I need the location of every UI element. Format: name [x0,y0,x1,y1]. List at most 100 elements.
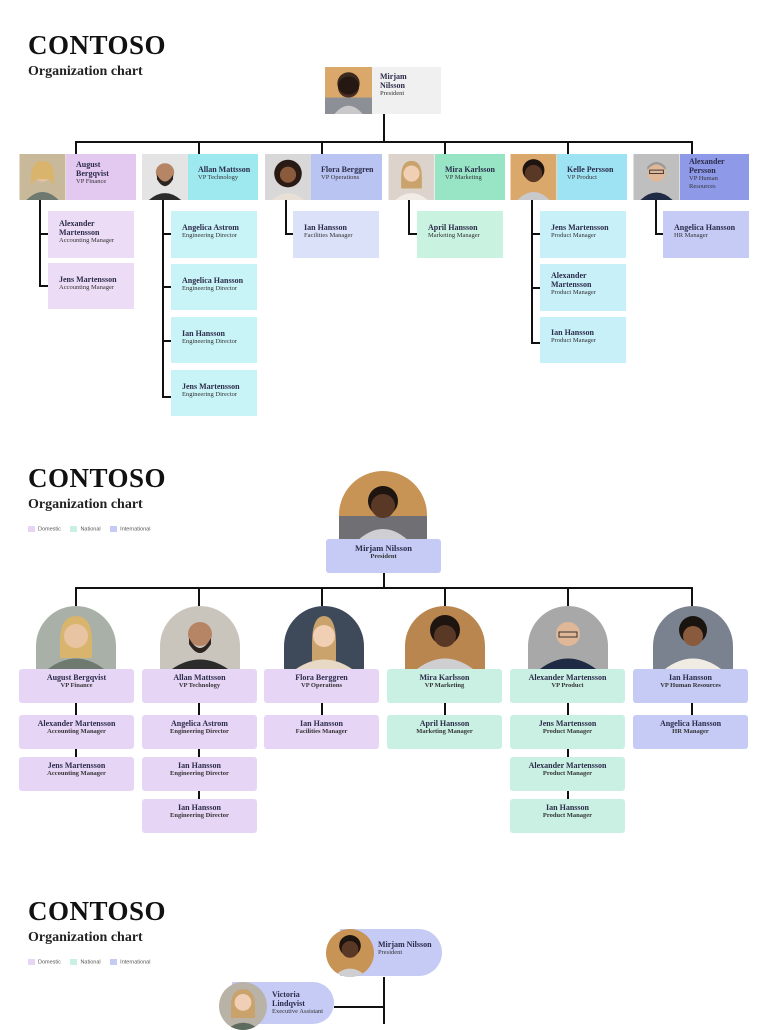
report-role: Marketing Manager [387,728,502,736]
vp-name: August [76,160,136,169]
report-role: Product Manager [551,337,626,345]
report-card: Jens Martensson Accounting Manager [19,757,134,791]
brand-title: CONTOSO [28,896,166,927]
president-name: Mirjam Nilsson [378,940,442,949]
connector [39,233,48,235]
connector [321,587,323,606]
report-card: Angelica Astrom Engineering Director [142,715,257,749]
vp-role: VP Product [567,174,627,182]
report-card: Angelica Hansson HR Manager [663,211,749,258]
brand-title: CONTOSO [28,463,166,494]
connector [531,342,540,344]
connector [567,791,569,799]
connector [285,200,287,235]
president-role: President [378,949,442,957]
report-role: Product Manager [510,812,625,820]
vp-name: Alexander Martensson [510,673,625,682]
report-card: April Hansson Marketing Manager [387,715,502,749]
connector [75,703,77,715]
connector [198,749,200,757]
connector [75,749,77,757]
avatar-vp-hr [633,154,680,200]
report-card: Ian Hansson Engineering Director [142,799,257,833]
report-name: Angelica Hansson [633,719,748,728]
report-card: Angelica Hansson HR Manager [633,715,748,749]
connector [691,587,693,606]
report-role: Accounting Manager [59,237,134,245]
avatar-assistant [219,982,267,1030]
legend-item: International [110,526,150,532]
vp-name: Persson [689,166,749,175]
report-role: Engineering Director [142,770,257,778]
connector [567,141,569,154]
connector [198,791,200,799]
report-card: Ian Hansson Product Manager [540,317,626,363]
report-name: Ian Hansson [304,223,379,232]
report-name: Martensson [551,280,626,289]
avatar-vp [36,606,116,669]
connector [531,233,540,235]
vp-role: VP Technology [198,174,258,182]
avatar-vp [284,606,364,669]
legend-swatch [70,526,77,532]
report-role: Accounting Manager [59,284,134,292]
report-role: Facilities Manager [304,232,379,240]
report-name: Angelica Astrom [142,719,257,728]
report-role: Engineering Director [182,232,257,240]
legend-swatch [110,959,117,965]
connector [444,703,446,715]
legend: Domestic National International [28,959,158,965]
vp-name: Flora Berggren [264,673,379,682]
report-role: HR Manager [674,232,749,240]
report-role: Accounting Manager [19,728,134,736]
avatar-vp-operations [265,154,311,200]
connector [75,587,77,606]
vp-name: August Bergqvist [19,673,134,682]
avatar-vp [528,606,608,669]
report-card: Angelica Astrom Engineering Director [171,211,257,258]
vp-name: Allan Mattsson [198,165,258,174]
report-name: Jens Martensson [510,719,625,728]
vp-role: VP Human [689,175,749,183]
connector [691,703,693,715]
chart-subtitle: Organization chart [28,64,143,80]
vp-card: Mira Karlsson VP Marketing [387,669,502,703]
avatar-vp [653,606,733,669]
report-role: Accounting Manager [19,770,134,778]
vp-role: VP Operations [264,682,379,690]
report-role: Product Manager [510,728,625,736]
report-role: Marketing Manager [428,232,503,240]
connector [567,749,569,757]
connector [655,233,663,235]
president-card: Mirjam Nilsson President [326,539,441,573]
report-name: Angelica Astrom [182,223,257,232]
legend-swatch [70,959,77,965]
connector [162,340,171,342]
avatar-vp-finance [19,154,66,200]
vp-name: Ian Hansson [633,673,748,682]
report-role: Engineering Director [182,285,257,293]
connector [321,703,323,715]
legend-label: Domestic [38,959,61,965]
connector [75,587,693,589]
vp-card-product: Kelle Persson VP Product [557,154,627,200]
connector [75,141,693,143]
assistant-name: Lindqvist [272,999,334,1008]
report-name: Alexander [551,271,626,280]
president-role: President [380,90,433,98]
vp-card: Ian Hansson VP Human Resources [633,669,748,703]
vp-card: Flora Berggren VP Operations [264,669,379,703]
legend-item: International [110,959,150,965]
report-role: Engineering Director [182,338,257,346]
chart-subtitle: Organization chart [28,930,143,946]
legend-swatch [28,526,35,532]
connector [408,233,417,235]
vp-card: Allan Mattsson VP Technology [142,669,257,703]
president-name-line-1: Mirjam [380,72,433,81]
avatar-vp-marketing [388,154,435,200]
chart-subtitle: Organization chart [28,497,143,513]
report-name: Alexander Martensson [510,761,625,770]
legend-label: National [80,526,100,532]
vp-role: VP Human Resources [633,682,748,690]
connector [198,587,200,606]
